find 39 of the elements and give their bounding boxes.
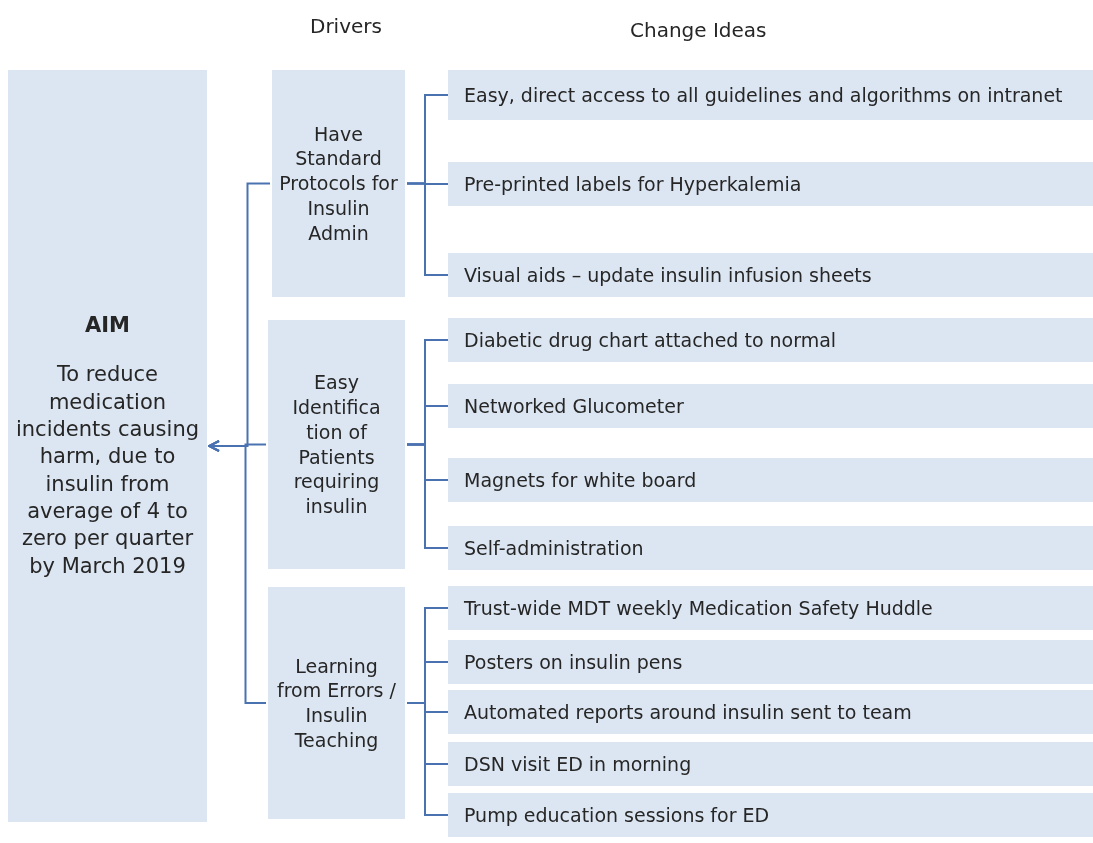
change-idea-box xyxy=(448,253,1093,297)
box-text: Automated reports around insulin sent to team xyxy=(464,699,913,725)
box-heading: AIM xyxy=(84,312,131,340)
change-idea-box xyxy=(448,70,1093,120)
box-text: Pre-printed labels for Hyperkalemia xyxy=(464,171,803,197)
box-text: Trust-wide MDT weekly Medication Safety Huddle xyxy=(464,595,934,621)
box-text: Diabetic drug chart attached to normal xyxy=(464,327,838,353)
box-text: Have Standard Protocols for Insulin Admin xyxy=(278,121,399,246)
change-idea-box xyxy=(448,690,1093,734)
box-text: Magnets for white board xyxy=(464,467,698,493)
change-idea-box xyxy=(448,586,1093,630)
driver-box xyxy=(268,320,405,569)
aim-box xyxy=(8,70,207,822)
change-idea-box xyxy=(448,640,1093,684)
column-heading: Drivers xyxy=(310,14,382,38)
column-heading: Change Ideas xyxy=(630,18,767,42)
box-text: Visual aids – update insulin infusion sheets xyxy=(464,262,873,288)
bracket-connector xyxy=(406,702,449,816)
box-text: Self-administration xyxy=(464,535,645,561)
box-text: Easy Identifica tion of Patients requiring insulin xyxy=(291,370,382,519)
box-text: Learning from Errors / Insulin Teaching xyxy=(276,653,397,753)
box-text: DSN visit ED in morning xyxy=(464,751,693,777)
arrow xyxy=(208,440,267,704)
bracket-connector xyxy=(406,443,449,549)
change-idea-box xyxy=(448,526,1093,570)
change-idea-box xyxy=(448,742,1093,786)
box-text: Posters on insulin pens xyxy=(464,649,684,675)
box-text: Networked Glucometer xyxy=(464,393,685,419)
change-idea-box xyxy=(448,458,1093,502)
box-text: To reduce medication incidents causing harm, due to insulin from average of 4 to zero per quarter by March 2019 xyxy=(14,361,201,580)
change-idea-box xyxy=(448,318,1093,362)
bracket-connector xyxy=(406,182,449,276)
driver-box xyxy=(272,70,405,297)
box-text: Pump education sessions for ED xyxy=(464,802,771,828)
change-idea-box xyxy=(448,162,1093,206)
driver-box xyxy=(268,587,405,819)
change-idea-box xyxy=(448,793,1093,837)
box-text: Easy, direct access to all guidelines and algorithms on intranet xyxy=(464,82,1064,108)
change-idea-box xyxy=(448,384,1093,428)
